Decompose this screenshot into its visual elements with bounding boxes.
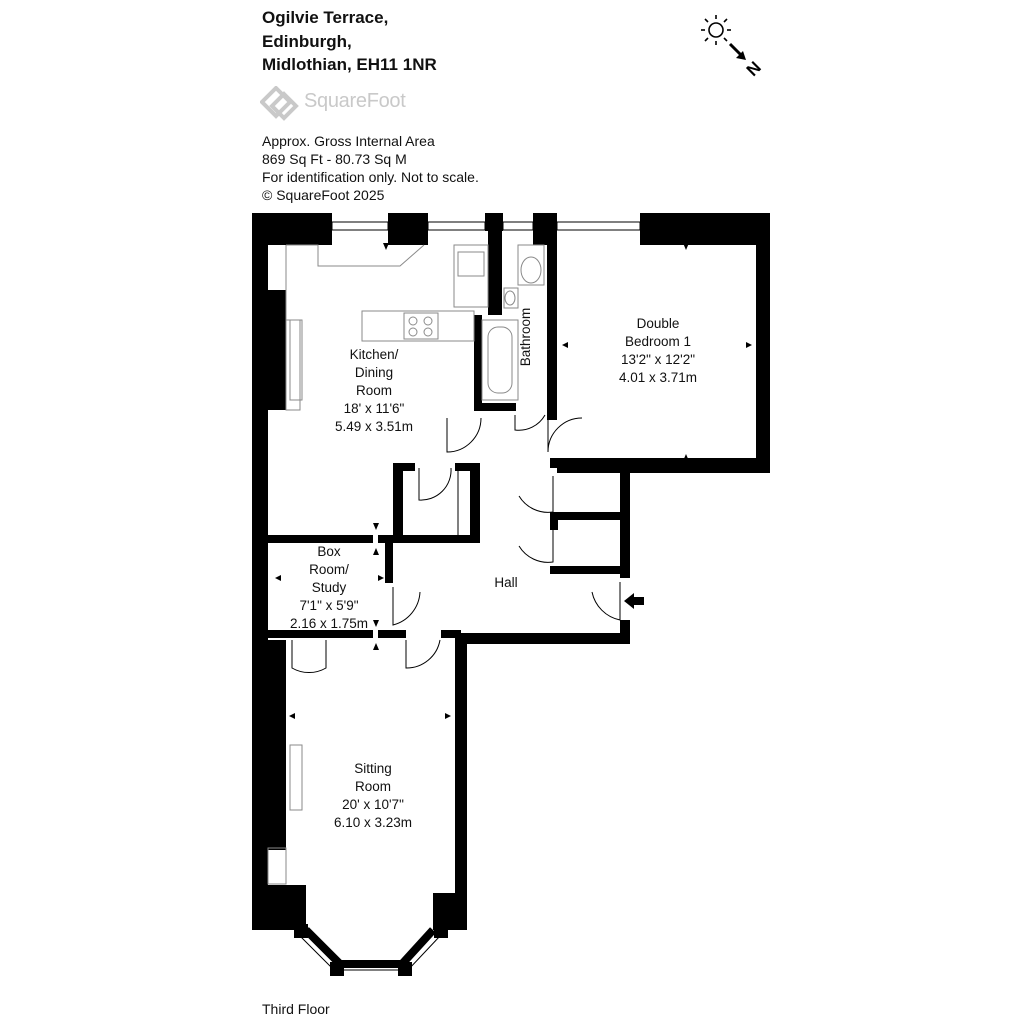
boxroom-label: Box Room/ Study 7'1" x 5'9" 2.16 x 1.75m [290,543,368,633]
fixtures [267,244,545,885]
boxroom-metric: 2.16 x 1.75m [289,616,369,631]
bay-window [294,924,448,976]
entrance-arrow-icon [624,593,644,609]
logo-text: SquareFoot [304,90,406,112]
sitting-name-1: Sitting [354,761,392,776]
sun-icon [701,15,731,45]
bedroom-name-2: Bedroom 1 [624,334,692,349]
area-info: Approx. Gross Internal Area 869 Sq Ft - … [262,132,479,204]
squarefoot-logo: SquareFoot [260,86,430,122]
bathroom-name: Bathroom [518,307,533,367]
outer-walls [252,213,770,930]
floor-label: Third Floor [262,1001,330,1017]
address-line-3: Midlothian, EH11 1NR [262,55,437,74]
bedroom-imperial: 13'2" x 12'2" [620,352,696,367]
area-info-line-1: Approx. Gross Internal Area [262,133,435,149]
area-info-line-4: © SquareFoot 2025 [262,187,385,203]
interior-walls [268,213,622,638]
dimension-markers [275,243,752,719]
sitting-imperial: 20' x 10'7" [342,797,404,812]
kitchen-name-2: Dining [354,365,394,380]
area-info-line-2: 869 Sq Ft - 80.73 Sq M [262,151,407,167]
hall-label: Hall [494,574,517,592]
doors [291,414,621,674]
boxroom-name-3: Study [311,580,347,595]
kitchen-label: Kitchen/ Dining Room 18' x 11'6" 5.49 x … [335,346,413,436]
address-line-2: Edinburgh, [262,31,352,51]
area-info-line-3: For identification only. Not to scale. [262,169,479,185]
sitting-room-label: Sitting Room 20' x 10'7" 6.10 x 3.23m [334,760,412,832]
sitting-metric: 6.10 x 3.23m [333,815,413,830]
squarefoot-logo-icon [260,86,299,121]
boxroom-imperial: 7'1" x 5'9" [299,598,359,613]
boxroom-name-1: Box [317,544,341,559]
kitchen-metric: 5.49 x 3.51m [334,419,414,434]
kitchen-name-1: Kitchen/ [349,347,399,362]
bedroom-name-1: Double [636,316,680,331]
property-address: Ogilvie Terrace, Edinburgh, Midlothian, … [262,6,437,77]
north-arrow-icon [728,42,746,60]
bathroom-label: Bathroom [517,308,535,367]
boxroom-name-2: Room/ [309,562,349,577]
kitchen-imperial: 18' x 11'6" [343,401,405,416]
kitchen-name-3: Room [355,383,393,398]
compass: N [701,15,765,80]
bedroom-metric: 4.01 x 3.71m [618,370,698,385]
windows [331,221,641,231]
hall-name: Hall [494,575,518,590]
address-line-1: Ogilvie Terrace, [262,8,389,27]
sitting-name-2: Room [354,779,392,794]
bedroom-label: Double Bedroom 1 13'2" x 12'2" 4.01 x 3.… [619,315,697,387]
